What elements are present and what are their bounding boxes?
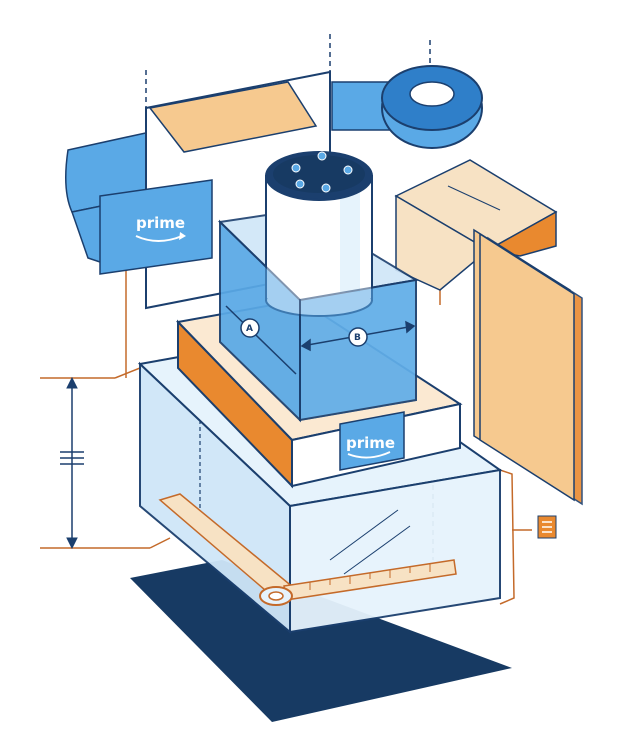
dimension-markers: B A: [225, 305, 416, 375]
prime-wordmark: prime: [136, 214, 185, 232]
sleeve-front-faces: [219, 219, 417, 423]
depth-marker: A: [246, 324, 253, 334]
prime-box-wordmark: prime: [346, 434, 395, 452]
note-icon: [537, 515, 557, 539]
floor-shadow: [130, 560, 512, 722]
cylindrical-device-icon: [265, 151, 373, 317]
measuring-ruler-icon: [158, 493, 457, 606]
open-box-flaps: [394, 159, 558, 291]
prime-tape-label: prime: [99, 179, 213, 275]
width-marker: B: [354, 333, 361, 343]
cardboard-panel: [473, 228, 583, 506]
packing-tape-roll-icon: [331, 65, 483, 149]
height-dimension-icon: [60, 376, 84, 550]
